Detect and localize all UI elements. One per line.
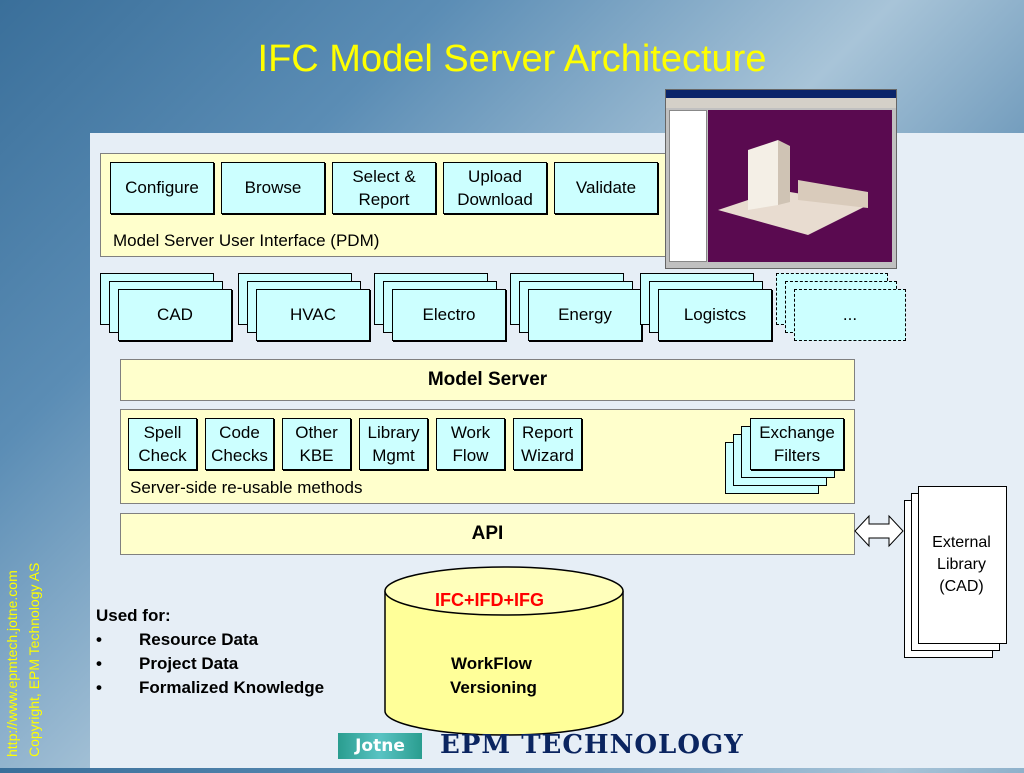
code-checks-box: Code Checks bbox=[205, 418, 274, 470]
database-top-label: IFC+IFD+IFG bbox=[435, 590, 545, 610]
report-wizard-box: Report Wizard bbox=[513, 418, 582, 470]
used-for-bullet-2: • bbox=[96, 654, 102, 673]
spell-check-box: Spell Check bbox=[128, 418, 197, 470]
module-hvac: HVAC bbox=[256, 289, 370, 341]
browse-box: Browse bbox=[221, 162, 325, 214]
database-versioning: Versioning bbox=[450, 678, 537, 697]
module-more: ... bbox=[794, 289, 906, 341]
jotne-logo: Jotne bbox=[338, 733, 422, 759]
used-for-item: Formalized Knowledge bbox=[139, 678, 325, 697]
work-flow-box: Work Flow bbox=[436, 418, 505, 470]
used-for-item: Project Data bbox=[139, 654, 239, 673]
library-mgmt-box: Library Mgmt bbox=[359, 418, 428, 470]
api-bar: API bbox=[120, 513, 855, 555]
select-report-box: Select & Report bbox=[332, 162, 436, 214]
configure-box: Configure bbox=[110, 162, 214, 214]
used-for-item: Resource Data bbox=[139, 630, 259, 649]
ui-label: Model Server User Interface (PDM) bbox=[113, 231, 380, 250]
module-energy: Energy bbox=[528, 289, 642, 341]
validate-box: Validate bbox=[554, 162, 658, 214]
module-cad: CAD bbox=[118, 289, 232, 341]
external-library-label: External Library (CAD) bbox=[932, 534, 991, 595]
page-title: IFC Model Server Architecture bbox=[257, 38, 767, 80]
exchange-filters-box: Exchange Filters bbox=[750, 418, 844, 470]
model-server-bar: Model Server bbox=[120, 359, 855, 401]
database-cylinder bbox=[384, 566, 624, 736]
side-copyright: Copyright, EPM Technology AS bbox=[26, 562, 42, 757]
module-logistcs: Logistcs bbox=[658, 289, 772, 341]
screenshot-thumbnail bbox=[665, 89, 897, 269]
used-for-bullet-3: • bbox=[96, 678, 102, 697]
module-electro: Electro bbox=[392, 289, 506, 341]
epm-technology-logo: EPM TECHNOLOGY bbox=[440, 730, 744, 760]
used-for-heading: Used for: bbox=[96, 606, 171, 625]
database-workflow: WorkFlow bbox=[451, 654, 532, 673]
double-arrow-icon bbox=[854, 514, 904, 548]
other-kbe-box: Other KBE bbox=[282, 418, 351, 470]
upload-download-box: Upload Download bbox=[443, 162, 547, 214]
used-for-bullet-1: • bbox=[96, 630, 102, 649]
methods-label: Server-side re-usable methods bbox=[130, 478, 363, 497]
